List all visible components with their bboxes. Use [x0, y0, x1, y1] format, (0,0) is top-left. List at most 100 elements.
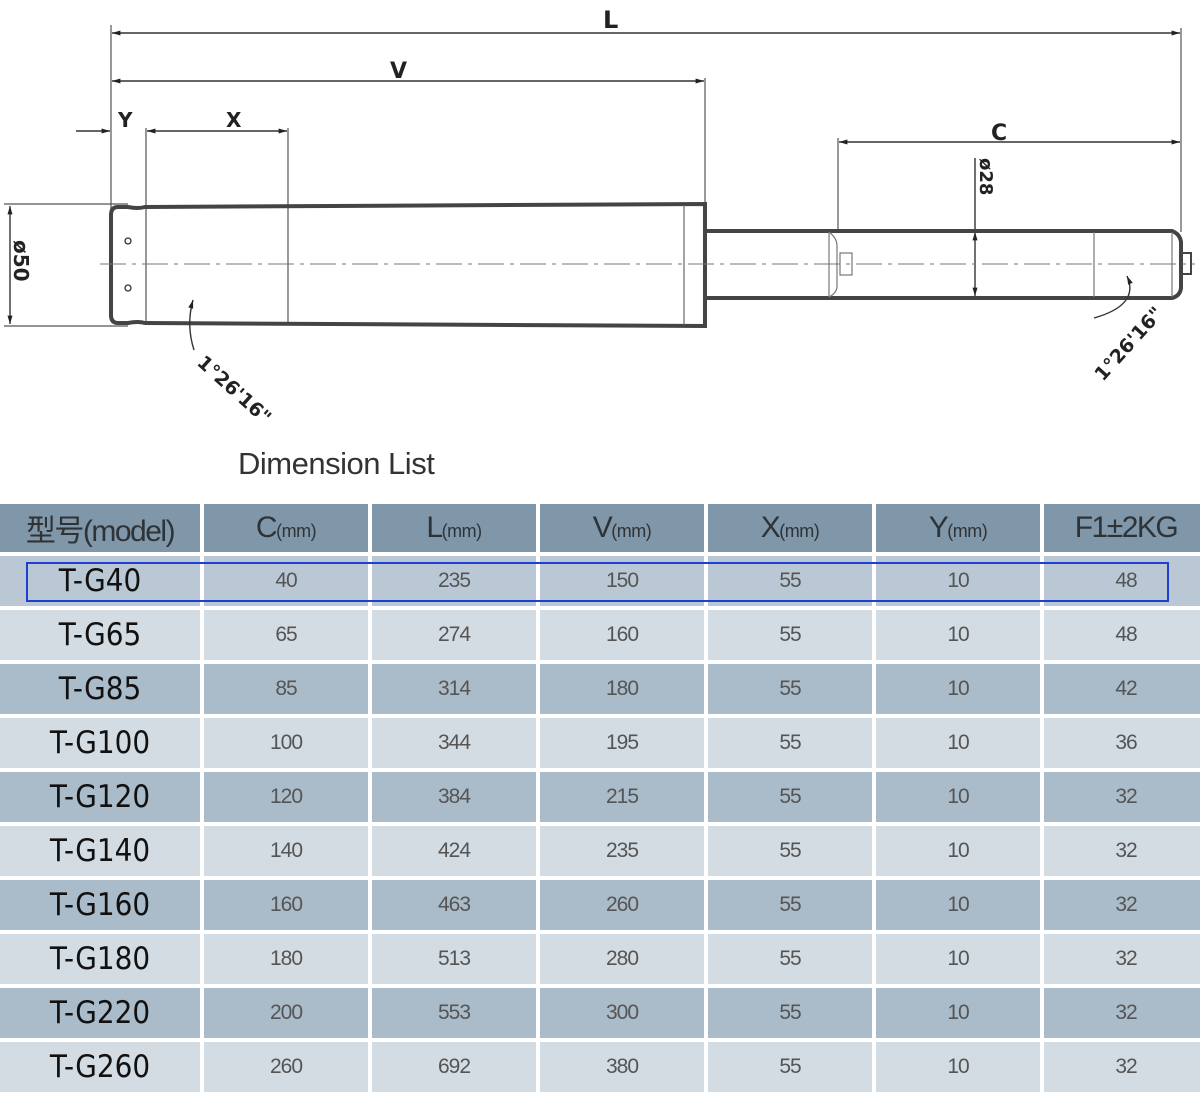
table-header-row: 型号(model)C(mm)L(mm)V(mm)X(mm)Y(mm)F1±2KG [0, 504, 1200, 552]
value-cell: 692 [372, 1042, 536, 1092]
model-cell: T-G40 [0, 556, 200, 606]
dimension-list-title: Dimension List [238, 446, 435, 481]
value-cell: 280 [540, 934, 704, 984]
value-cell: 55 [708, 556, 872, 606]
model-cell: T-G85 [0, 664, 200, 714]
value-cell: 180 [204, 934, 368, 984]
column-header-label: 型号(model) [25, 515, 176, 548]
column-header-unit: (mm) [276, 521, 317, 541]
model-cell: T-G140 [0, 826, 200, 876]
value-cell: 55 [708, 880, 872, 930]
value-cell: 463 [372, 880, 536, 930]
rod-tip [1180, 252, 1192, 275]
model-cell: T-G65 [0, 610, 200, 660]
mounting-hole-icon [124, 284, 132, 292]
value-cell: 235 [540, 826, 704, 876]
value-cell: 10 [876, 934, 1040, 984]
column-header: 型号(model) [0, 504, 200, 552]
model-cell: T-G220 [0, 988, 200, 1038]
value-cell: 10 [876, 1042, 1040, 1092]
value-cell: 85 [204, 664, 368, 714]
value-cell: 10 [876, 880, 1040, 930]
column-header: Y(mm) [876, 504, 1040, 552]
cylinder-body [109, 201, 707, 329]
value-cell: 55 [708, 772, 872, 822]
column-header-label: F1±2KG [1074, 511, 1179, 544]
column-header: L(mm) [372, 504, 536, 552]
column-header-label: C [255, 511, 278, 544]
value-cell: 32 [1044, 826, 1200, 876]
value-cell: 314 [372, 664, 536, 714]
value-cell: 55 [708, 664, 872, 714]
value-cell: 42 [1044, 664, 1200, 714]
diameter-body-label: ø50 [9, 240, 33, 282]
value-cell: 10 [876, 610, 1040, 660]
value-cell: 424 [372, 826, 536, 876]
value-cell: 150 [540, 556, 704, 606]
dimension-table: 型号(model)C(mm)L(mm)V(mm)X(mm)Y(mm)F1±2KG… [0, 500, 1200, 1096]
column-header-label: X [760, 511, 781, 544]
value-cell: 32 [1044, 880, 1200, 930]
dimension-Y-label: Y [117, 108, 133, 132]
model-cell: T-G160 [0, 880, 200, 930]
value-cell: 274 [372, 610, 536, 660]
value-cell: 180 [540, 664, 704, 714]
value-cell: 32 [1044, 772, 1200, 822]
column-header-unit: (mm) [779, 521, 820, 541]
column-header-label: L [426, 511, 443, 544]
value-cell: 200 [204, 988, 368, 1038]
value-cell: 10 [876, 664, 1040, 714]
value-cell: 260 [204, 1042, 368, 1092]
gas-spring-technical-drawing: L V Y X C ø50 ø28 1°26'16" 1°26'16" [4, 6, 1195, 429]
diameter-rod-label: ø28 [975, 158, 996, 195]
taper-angle-left-label: 1°26'16" [193, 351, 276, 428]
value-cell: 513 [372, 934, 536, 984]
value-cell: 553 [372, 988, 536, 1038]
value-cell: 55 [708, 610, 872, 660]
column-header: C(mm) [204, 504, 368, 552]
value-cell: 32 [1044, 1042, 1200, 1092]
value-cell: 235 [372, 556, 536, 606]
value-cell: 384 [372, 772, 536, 822]
dimension-table-container: 型号(model)C(mm)L(mm)V(mm)X(mm)Y(mm)F1±2KG… [0, 500, 1200, 1096]
column-header: F1±2KG [1044, 504, 1200, 552]
value-cell: 55 [708, 934, 872, 984]
model-cell: T-G100 [0, 718, 200, 768]
value-cell: 40 [204, 556, 368, 606]
dimension-X-label: X [226, 108, 242, 132]
value-cell: 215 [540, 772, 704, 822]
dimension-C-label: C [991, 121, 1007, 146]
value-cell: 300 [540, 988, 704, 1038]
dimension-V-label: V [390, 59, 407, 84]
column-header-unit: (mm) [947, 521, 988, 541]
value-cell: 55 [708, 988, 872, 1038]
value-cell: 32 [1044, 988, 1200, 1038]
value-cell: 55 [708, 826, 872, 876]
value-cell: 100 [204, 718, 368, 768]
value-cell: 55 [708, 718, 872, 768]
value-cell: 344 [372, 718, 536, 768]
column-header-label: V [592, 511, 613, 544]
value-cell: 120 [204, 772, 368, 822]
value-cell: 10 [876, 988, 1040, 1038]
model-cell: T-G260 [0, 1042, 200, 1092]
value-cell: 195 [540, 718, 704, 768]
value-cell: 10 [876, 826, 1040, 876]
model-cell: T-G180 [0, 934, 200, 984]
model-cell: T-G120 [0, 772, 200, 822]
column-header-unit: (mm) [441, 521, 482, 541]
column-header: X(mm) [708, 504, 872, 552]
value-cell: 55 [708, 1042, 872, 1092]
value-cell: 10 [876, 718, 1040, 768]
